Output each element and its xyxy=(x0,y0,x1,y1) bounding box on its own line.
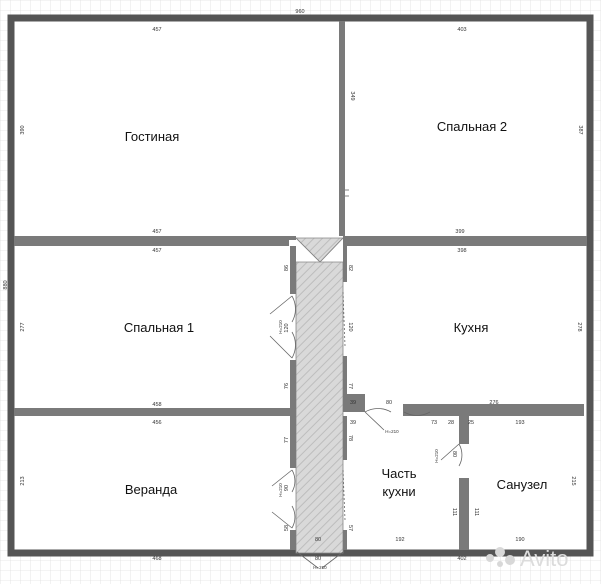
room-living xyxy=(17,24,339,236)
interior-walls xyxy=(14,21,587,550)
dim-veranda-top: 456 xyxy=(152,420,161,426)
dim-hall-side-b: 78 xyxy=(347,435,353,441)
dim-bedroom2-bottom: 399 xyxy=(455,229,464,235)
kitchen-part-label-line1: Часть xyxy=(381,466,416,481)
room-kitchen-part xyxy=(344,416,459,547)
dim-corridor-e: 120 xyxy=(347,322,353,331)
dim-veranda-d3: 58 xyxy=(284,525,290,531)
door-tag-corridor: H=210 xyxy=(278,320,283,334)
dim-hall-mid-c: 25 xyxy=(468,420,474,426)
dim-bedroom2-top: 403 xyxy=(457,27,466,33)
dim-living-side: 390 xyxy=(20,125,26,134)
dim-hall-side-c: 57 xyxy=(347,525,353,531)
dim-kp-side-b: 111 xyxy=(451,508,457,516)
dim-hall-top-a: 39 xyxy=(350,400,356,406)
dim-bedroom1-top: 457 xyxy=(152,248,161,254)
dim-corridor-a: 86 xyxy=(284,265,290,271)
room-kitchen xyxy=(344,246,584,408)
dim-total-height: 880 xyxy=(3,280,9,289)
door-height-tags: H=210 H=210 H=210 H=210 H=210 xyxy=(278,320,439,570)
corridor-edge-right xyxy=(319,237,344,263)
veranda-label: Веранда xyxy=(125,482,178,497)
room-veranda xyxy=(17,416,292,547)
bedroom1-label: Спальная 1 xyxy=(124,320,194,335)
avito-logo-icon xyxy=(486,547,515,567)
living-room-label: Гостиная xyxy=(125,129,180,144)
dim-corridor-b: 120 xyxy=(284,323,290,332)
dim-bath-side-b: 215 xyxy=(570,476,576,485)
room-bedroom1 xyxy=(17,246,292,408)
dim-bottom-door-b: 80 xyxy=(315,556,321,562)
door-tag-bath: H=210 xyxy=(434,449,439,463)
dim-veranda-bottom: 468 xyxy=(152,556,161,562)
dim-corridor-d: 82 xyxy=(347,265,353,271)
dim-kitchen-top: 398 xyxy=(457,248,466,254)
bathroom-label: Санузел xyxy=(497,477,548,492)
avito-watermark: Avito xyxy=(486,546,569,571)
dim-corridor-c: 76 xyxy=(284,383,290,389)
dim-hall-side-a: 39 xyxy=(350,420,356,426)
dim-kitchen-side: 278 xyxy=(576,322,582,331)
dim-hall-mid-b: 28 xyxy=(448,420,454,426)
dim-hall-mid-a: 73 xyxy=(431,420,437,426)
door-tag-veranda: H=210 xyxy=(278,483,283,497)
dim-bedroom2-side: 387 xyxy=(577,125,583,134)
dimension-labels: 960 880 457 457 390 403 399 387 349 457 … xyxy=(3,9,583,562)
dim-hall-top-c: 276 xyxy=(489,400,498,406)
dim-bottom-door-a: 80 xyxy=(315,537,321,543)
dim-total-width: 960 xyxy=(295,9,304,15)
door-tag-entrance: H=210 xyxy=(313,565,327,570)
corridor xyxy=(295,237,344,554)
room-bathroom xyxy=(469,416,584,547)
dim-corridor-f: 77 xyxy=(347,383,353,389)
dim-bottom-total-right: 402 xyxy=(457,556,466,562)
doors xyxy=(269,291,463,569)
dim-veranda-side: 213 xyxy=(20,476,26,485)
dim-kp-side-a: 80 xyxy=(451,451,457,457)
window-marks xyxy=(345,189,349,197)
bedroom2-label: Спальная 2 xyxy=(437,119,507,134)
dim-hall-top-b: 80 xyxy=(386,400,392,406)
dim-veranda-d2: 90 xyxy=(284,485,290,491)
dim-veranda-d1: 77 xyxy=(284,437,290,443)
dim-bottom-right-a: 192 xyxy=(395,537,404,543)
dim-bedroom1-bottom: 458 xyxy=(152,402,161,408)
room-bedroom2 xyxy=(345,24,584,236)
dim-living-top: 457 xyxy=(152,27,161,33)
kitchen-label: Кухня xyxy=(454,320,489,335)
dim-bedroom2-inner: 349 xyxy=(349,91,355,100)
dim-bedroom1-side: 277 xyxy=(20,322,26,331)
watermark-text: Avito xyxy=(520,546,569,571)
dim-living-bottom: 457 xyxy=(152,229,161,235)
corridor-edge-left xyxy=(295,237,321,263)
door-tag-hall: H=210 xyxy=(385,429,399,434)
dim-bottom-right-b: 190 xyxy=(515,537,524,543)
kitchen-part-label-line2: кухни xyxy=(382,484,415,499)
dim-bath-side-a: 111 xyxy=(473,508,479,516)
dim-hall-mid-d: 193 xyxy=(515,420,524,426)
